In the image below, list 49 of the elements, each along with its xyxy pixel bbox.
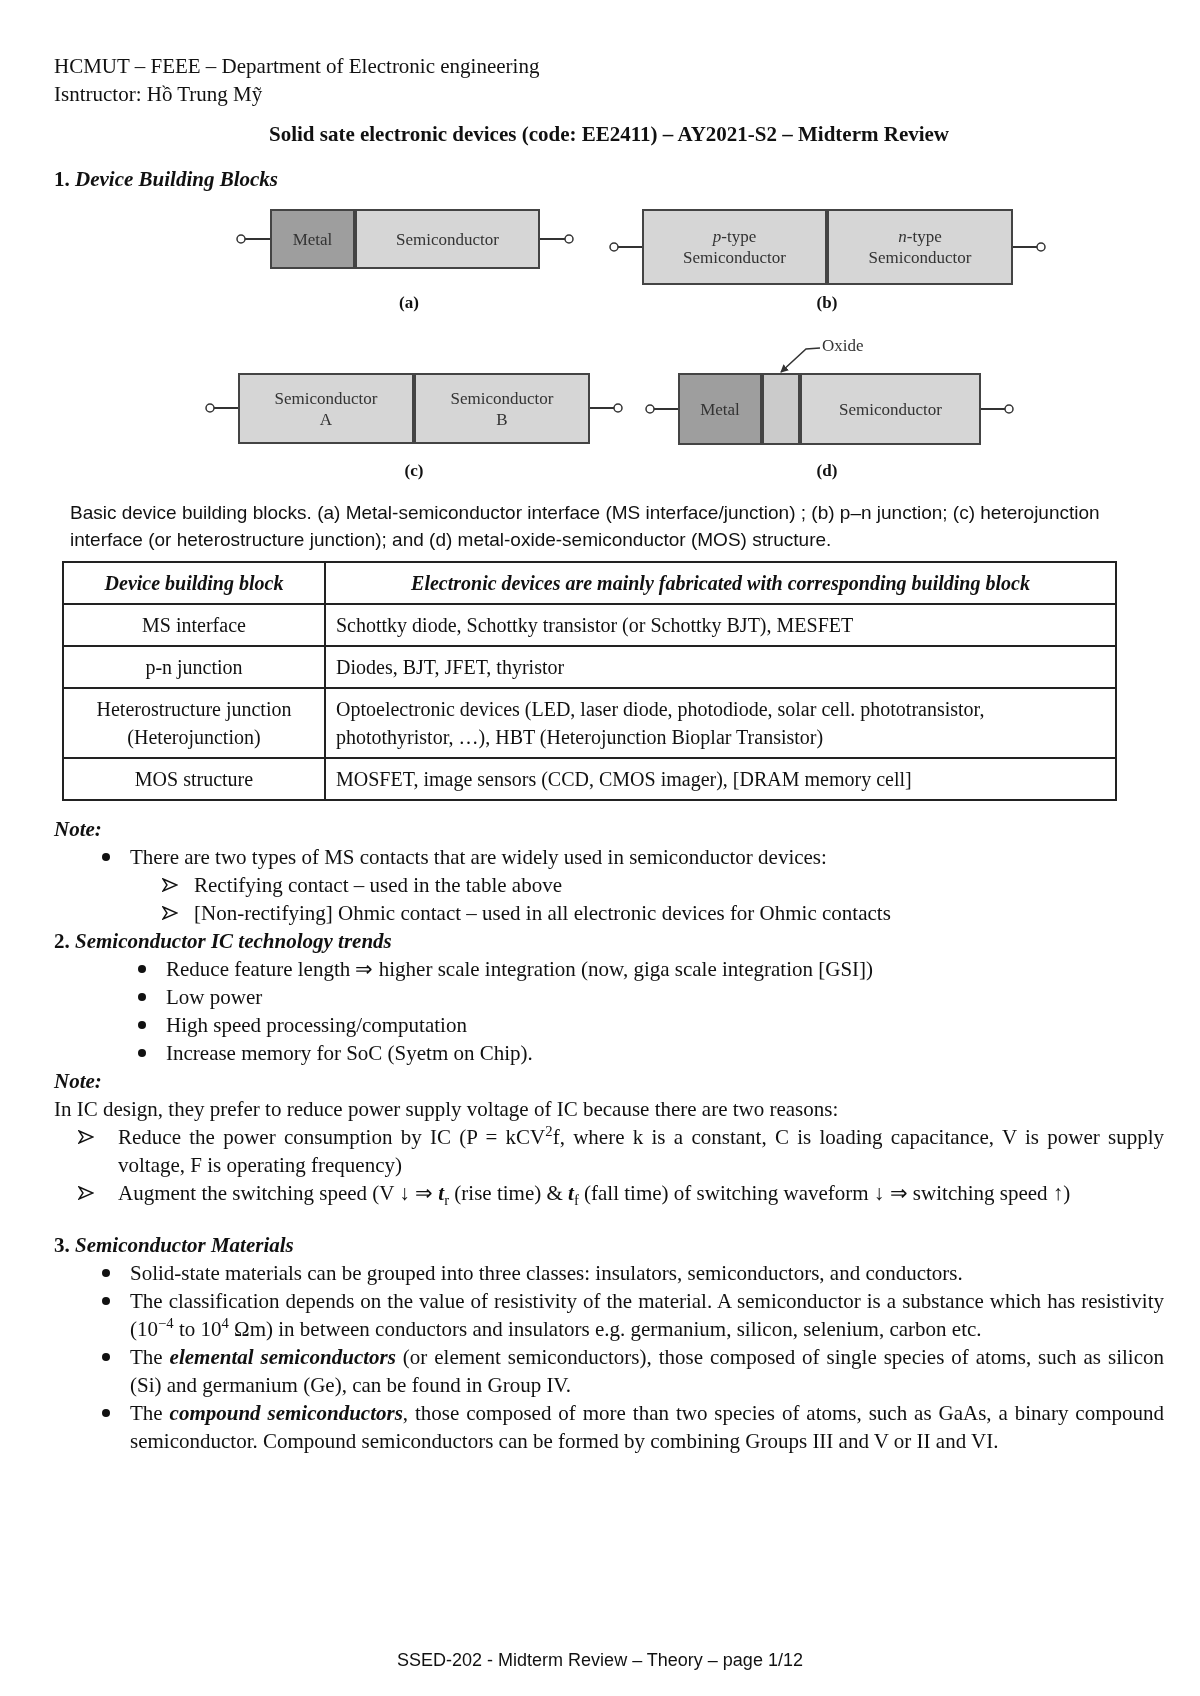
figure-label: (a) — [399, 293, 419, 313]
metal-layer: Metal — [678, 373, 762, 445]
figure-label: (b) — [816, 293, 838, 313]
semiconductor-layer: n-type Semiconductor — [827, 209, 1013, 285]
note-heading: Note: — [54, 816, 103, 843]
list-item-text: [Non-rectifying] Ohmic contact – used in all electronic devices for Ohmic contacts — [194, 900, 892, 927]
section-heading: 3. Semiconductor Materials — [54, 1232, 295, 1259]
section-heading: 1. Device Building Blocks — [54, 166, 279, 193]
table-cell: Schottky diode, Schottky transistor (or Schottky BJT), MESFET — [325, 604, 1116, 646]
table-cell: MOSFET, image sensors (CCD, CMOS imager), [DRAM memory cell] — [325, 758, 1116, 800]
list-item-text: Reduce the power consumption by IC (P = kCV$^{2}$f, where k is a constant, C is loading capacitance, V is power supply voltage, F is operating frequency) — [118, 1123, 1164, 1179]
figure-caption: Basic device building blocks. (a) Metal-semiconductor interface (MS interface/junction) ; (b) p–n junction; (c) heterojunction interface (or heterostructure junction); and (d) metal-oxide-semiconductor (MOS) structure. — [70, 501, 1101, 552]
list-item-text: High speed processing/computation — [166, 1012, 468, 1039]
table-cell: Heterostructure junction (Heterojunction) — [63, 688, 325, 758]
list-item-text: Rectifying contact – used in the table above — [194, 872, 563, 899]
list-item-text: The elemental semiconductors (or element semiconductors), those composed of single species of atoms, such as silicon (Si) and germanium (Ge), can be found in Group IV. — [130, 1344, 1164, 1399]
header-text: Isntructor: Hồ Trung Mỹ — [54, 81, 264, 108]
list-item-text: Increase memory for SoC (Syetm on Chip). — [166, 1040, 534, 1067]
metal-layer: Metal — [270, 209, 355, 269]
list-item-text: The compound semiconductors, those composed of more than two species of atoms, such as GaAs, a binary compound semiconductor. Compound semiconductors can be formed by combining Groups III and V or II and VI. — [130, 1400, 1164, 1455]
table-header-cell: Device building block — [63, 562, 325, 604]
semiconductor-layer: Semiconductor — [355, 209, 540, 269]
list-item-text: Solid-state materials can be grouped into three classes: insulators, semiconductors, and conductors. — [130, 1260, 964, 1287]
semiconductor-layer: Semiconductor — [800, 373, 981, 445]
section-heading: 2. Semiconductor IC technology trends — [54, 928, 393, 955]
table-cell: Optoelectronic devices (LED, laser diode, photodiode, solar cell. phototransistor, photothyristor, …), HBT (Heterojunction Bioplar Transistor) — [325, 688, 1116, 758]
paragraph: In IC design, they prefer to reduce power supply voltage of IC because there are two reasons: — [54, 1096, 840, 1123]
list-item-text: Low power — [166, 984, 264, 1011]
table-cell: Diodes, BJT, JFET, thyristor — [325, 646, 1116, 688]
list-item-text: Reduce feature length ⇒ higher scale integration (now, giga scale integration [GSI]) — [166, 956, 875, 983]
semiconductor-layer: Semiconductor B — [414, 373, 590, 444]
leader-line — [780, 347, 821, 373]
figure-label: (d) — [816, 461, 838, 481]
footer-text: SSED-202 - Midterm Review – Theory – page 1/12 — [396, 1650, 804, 1671]
list-item-text: Augment the switching speed (V ↓ ⇒ t$_{r}$ (rise time) & t$_{f}$ (fall time) of switching waveform ↓ ⇒ switching speed ↑) — [118, 1180, 1072, 1207]
list-item-text: The classification depends on the value of resistivity of the material. A semiconductor is a substance which has resistivity (10$^{−4}$ to 10$^{4}$ Ωm) in between conductors and insulators e.g. germanium, silicon, selenium, carbon etc. — [130, 1288, 1164, 1343]
semiconductor-layer: Semiconductor A — [238, 373, 414, 444]
callout-label: Oxide — [822, 336, 878, 360]
figure-label: (c) — [404, 461, 424, 481]
note-heading: Note: — [54, 1068, 103, 1095]
oxide-layer — [762, 373, 800, 445]
semiconductor-layer: p-type Semiconductor — [642, 209, 827, 285]
table-cell: MS interface — [63, 604, 325, 646]
header-text: HCMUT – FEEE – Department of Electronic engineering — [54, 53, 541, 80]
table-header-cell: Electronic devices are mainly fabricated with corresponding building block — [325, 562, 1116, 604]
page-title: Solid sate electronic devices (code: EE2411) – AY2021-S2 – Midterm Review — [267, 122, 951, 147]
table-cell: p-n junction — [63, 646, 325, 688]
table-cell: MOS structure — [63, 758, 325, 800]
list-item-text: There are two types of MS contacts that are widely used in semiconductor devices: — [130, 844, 828, 871]
